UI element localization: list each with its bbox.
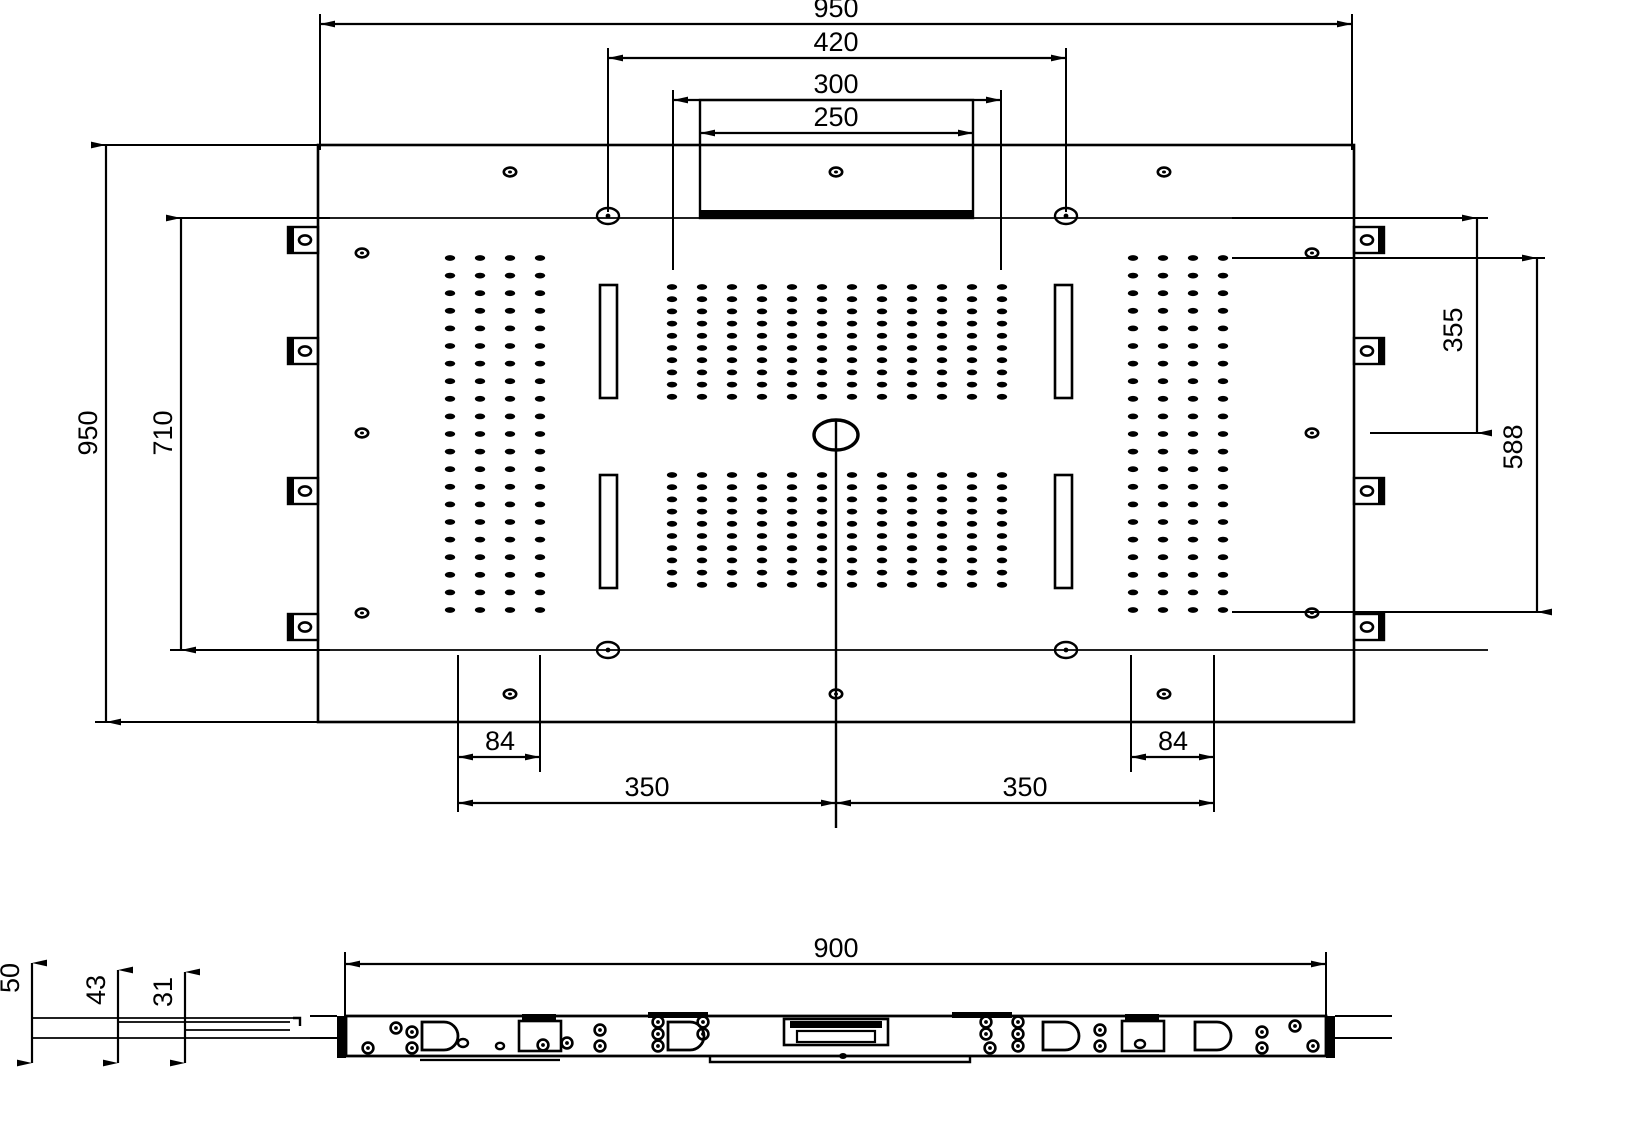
left-perforation-cluster bbox=[444, 255, 546, 613]
dim-588-right: 588 bbox=[1498, 254, 1552, 616]
dim-420-top: 420 bbox=[608, 27, 1066, 62]
screw-hole bbox=[1156, 166, 1172, 178]
dim-31-elev-label: 31 bbox=[148, 977, 178, 1007]
screw-hole bbox=[502, 166, 518, 178]
dim-950-left-label: 950 bbox=[73, 410, 103, 455]
dim-350-left-label: 350 bbox=[624, 772, 669, 802]
left-dimension-chain: 950 710 bbox=[73, 141, 330, 726]
dim-355-right: 355 bbox=[1438, 214, 1492, 437]
centre-upper-perforations bbox=[666, 284, 1008, 400]
screw-hole bbox=[1304, 247, 1320, 259]
dim-84-left: 84 bbox=[458, 726, 540, 761]
dim-300-top-label: 300 bbox=[813, 69, 858, 99]
dim-710-left-label: 710 bbox=[148, 410, 178, 455]
screw-hole bbox=[1156, 688, 1172, 700]
upper-strip bbox=[648, 1012, 708, 1018]
slot-lower-right bbox=[1053, 473, 1074, 590]
dim-50-elev-label: 50 bbox=[0, 963, 25, 993]
step-recess bbox=[1120, 1014, 1166, 1053]
d-cutout bbox=[420, 1020, 460, 1052]
dim-950-top-label: 950 bbox=[813, 0, 858, 23]
dim-950-top: 950 bbox=[320, 0, 1352, 28]
dim-900-elev: 900 bbox=[345, 933, 1326, 968]
screw-hole bbox=[354, 247, 370, 259]
dim-350-right-label: 350 bbox=[1002, 772, 1047, 802]
screw-hole bbox=[828, 166, 844, 178]
top-dimension-chain: 950 420 300 250 bbox=[319, 0, 1353, 270]
dim-31-elev: 31 bbox=[148, 968, 200, 1067]
screw-hole bbox=[354, 427, 370, 439]
dim-250-top-label: 250 bbox=[813, 102, 858, 132]
dim-420-top-label: 420 bbox=[813, 27, 858, 57]
bottom-dimension-chain: 84 84 350 350 bbox=[457, 655, 1215, 828]
screw-hole bbox=[354, 607, 370, 619]
central-latch-block bbox=[782, 1017, 890, 1047]
dim-350-right: 350 bbox=[836, 772, 1214, 807]
slot-upper-right bbox=[1053, 283, 1074, 400]
slot-lower-left bbox=[598, 473, 619, 590]
edge-mounting-tabs-left bbox=[286, 225, 320, 642]
dim-900-elev-label: 900 bbox=[813, 933, 858, 963]
dim-250-top: 250 bbox=[700, 102, 973, 137]
side-elevation-view: 900 50 43 31 bbox=[0, 933, 1392, 1067]
screw-hole bbox=[1304, 427, 1320, 439]
centre-large-hole bbox=[812, 418, 860, 452]
dim-43-elev: 43 bbox=[81, 966, 133, 1067]
right-dimension-chain: 355 588 bbox=[1232, 214, 1552, 616]
dim-355-right-label: 355 bbox=[1438, 307, 1468, 352]
dim-588-right-label: 588 bbox=[1498, 424, 1528, 469]
elevation-left-datum-strip bbox=[32, 1016, 318, 1039]
dim-950-left: 950 bbox=[73, 141, 121, 726]
dim-43-elev-label: 43 bbox=[81, 975, 111, 1005]
dim-84-left-label: 84 bbox=[485, 726, 515, 756]
dim-84-right: 84 bbox=[1131, 726, 1214, 761]
plan-view bbox=[170, 98, 1488, 828]
dim-84-right-label: 84 bbox=[1158, 726, 1188, 756]
upper-strip bbox=[952, 1012, 1012, 1018]
right-perforation-cluster bbox=[1127, 255, 1229, 613]
step-recess bbox=[517, 1014, 563, 1053]
d-cutout bbox=[1041, 1020, 1081, 1052]
dim-300-top: 300 bbox=[673, 69, 1001, 104]
dim-710-left: 710 bbox=[148, 214, 196, 654]
slot-upper-left bbox=[598, 283, 619, 400]
recess-solid-bar bbox=[700, 210, 973, 219]
elevation-profile-body bbox=[310, 1012, 1392, 1064]
dim-50-elev: 50 bbox=[0, 959, 47, 1067]
dim-350-left: 350 bbox=[458, 772, 836, 807]
d-cutout bbox=[1193, 1020, 1233, 1052]
screw-hole bbox=[502, 688, 518, 700]
